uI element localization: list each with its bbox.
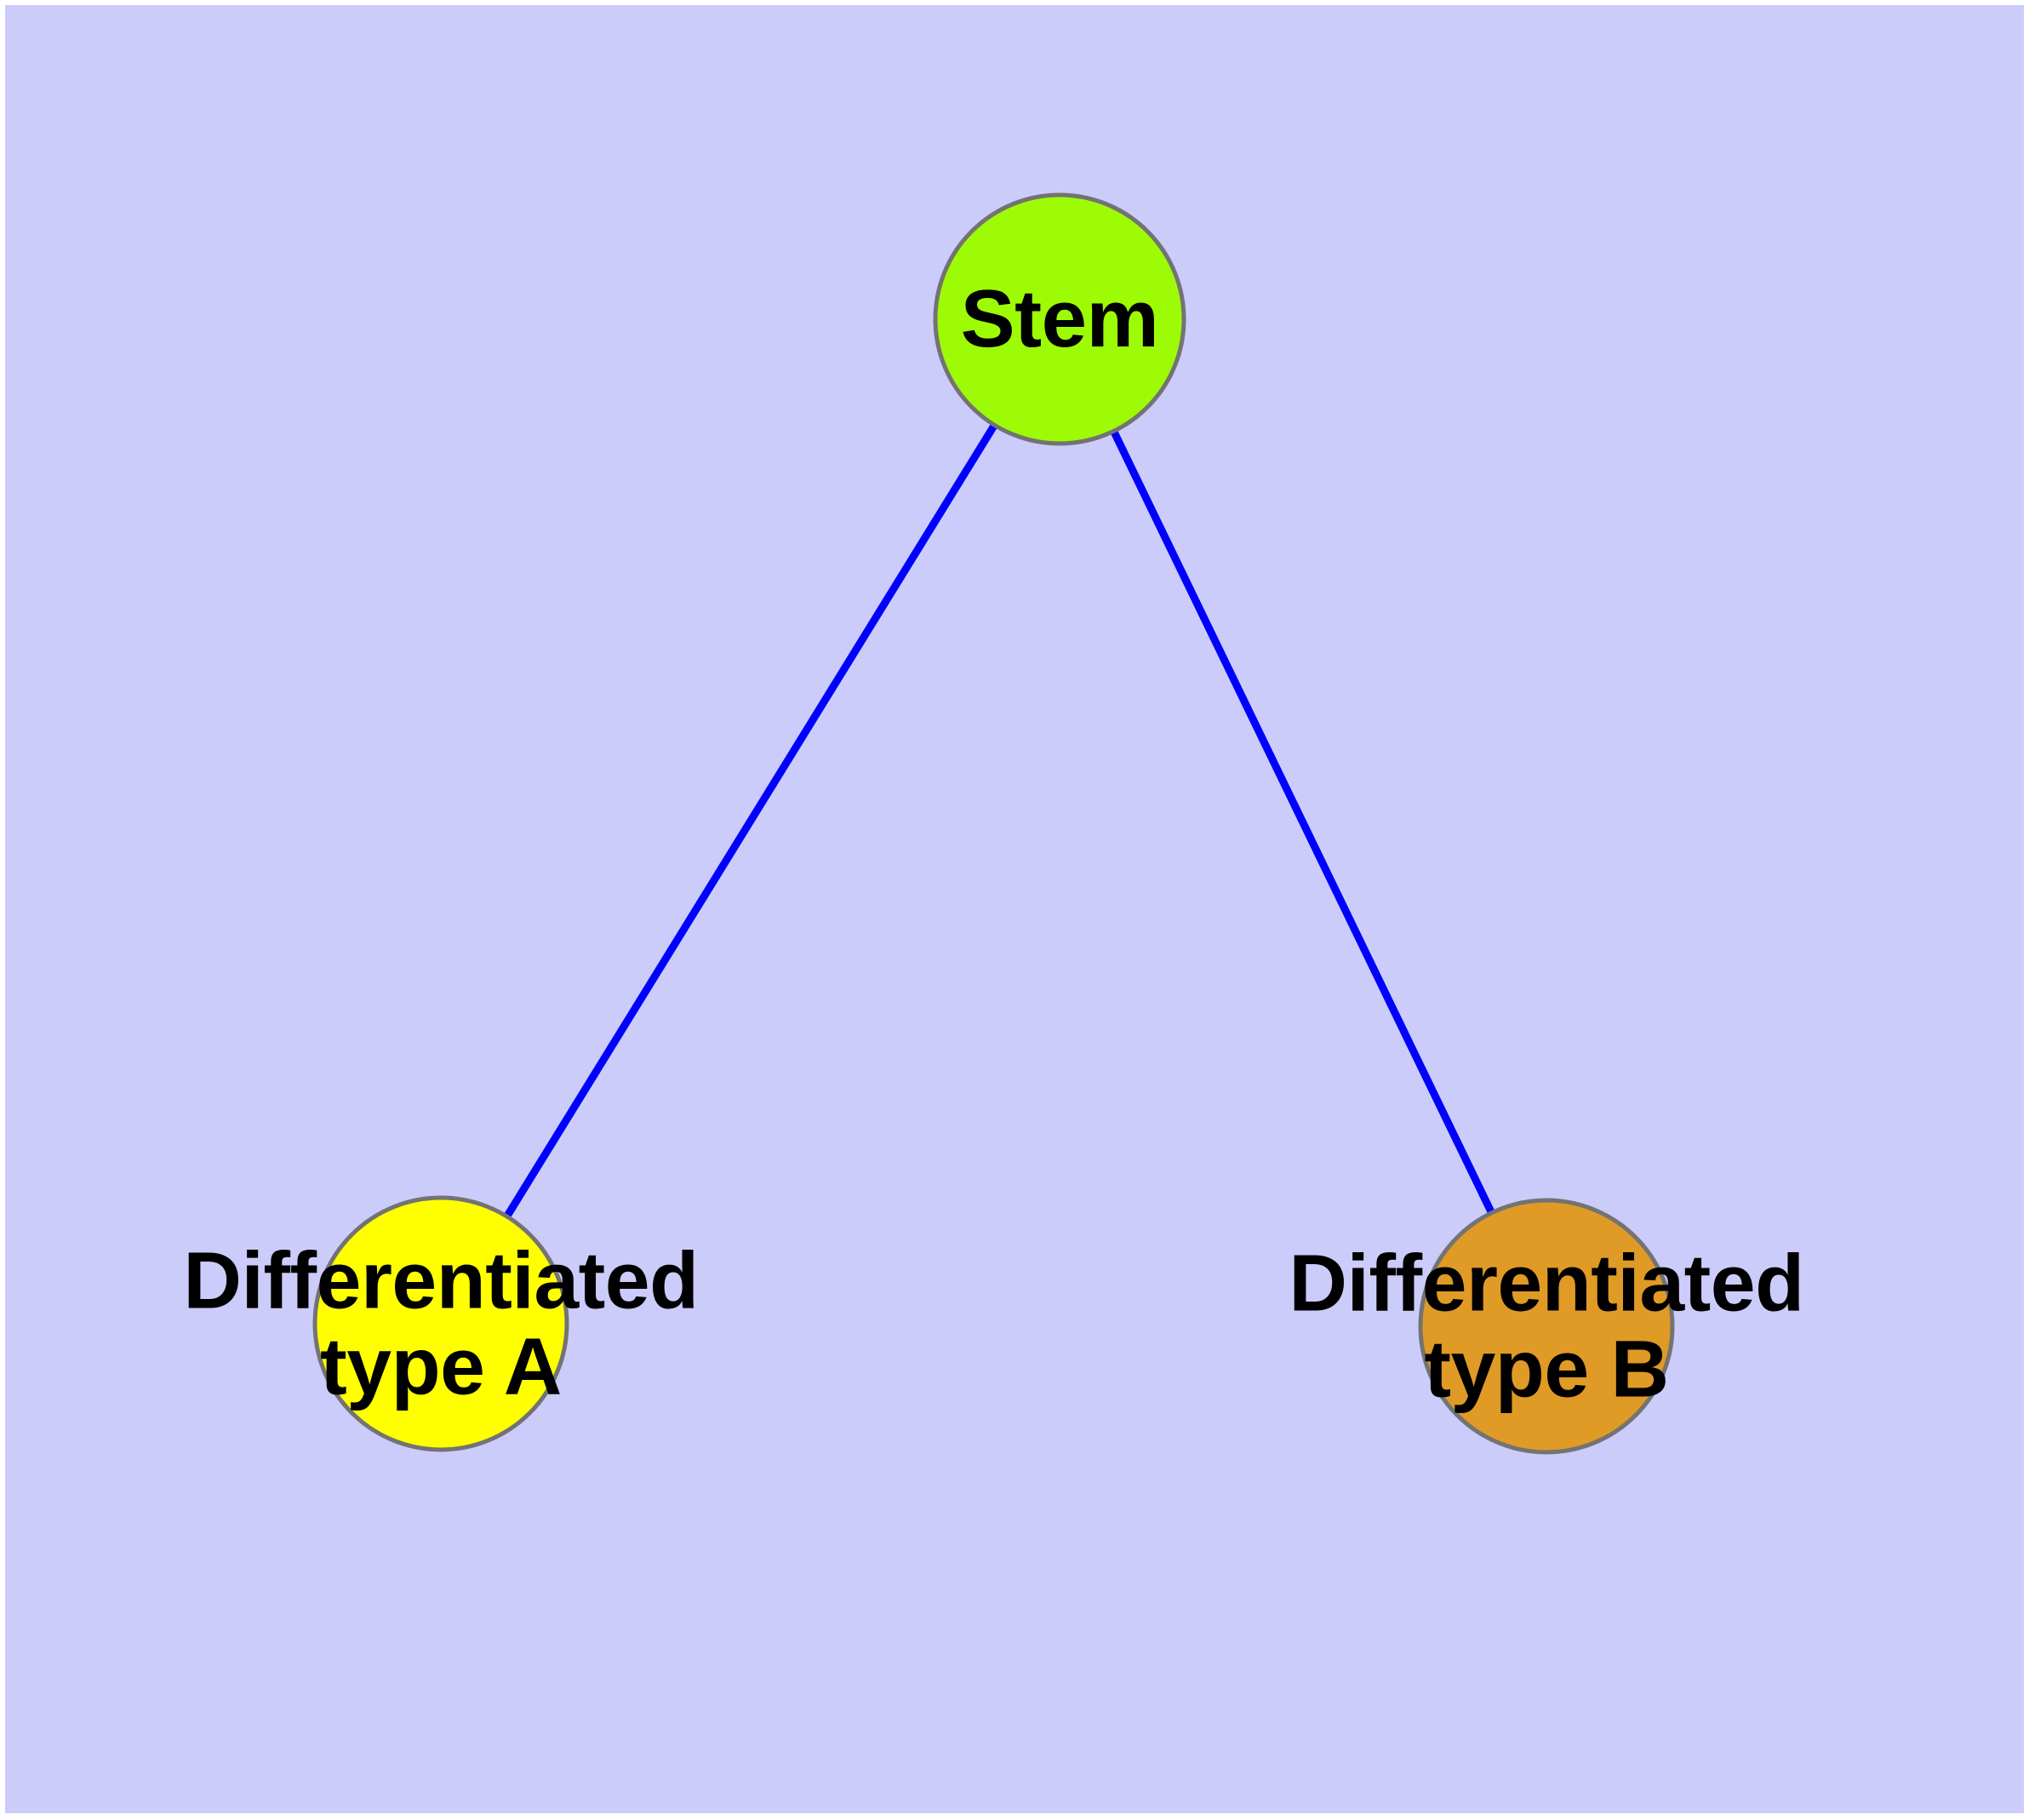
node-differentiated-type-b[interactable] — [1418, 1198, 1675, 1455]
node-layer — [312, 192, 1675, 1455]
edge-stem-to-diff-a[interactable] — [437, 317, 1063, 1326]
node-differentiated-type-a[interactable] — [312, 1195, 569, 1452]
edge-layer — [437, 317, 1551, 1328]
edge-stem-to-diff-b[interactable] — [1055, 318, 1551, 1328]
node-stem[interactable] — [933, 192, 1186, 446]
